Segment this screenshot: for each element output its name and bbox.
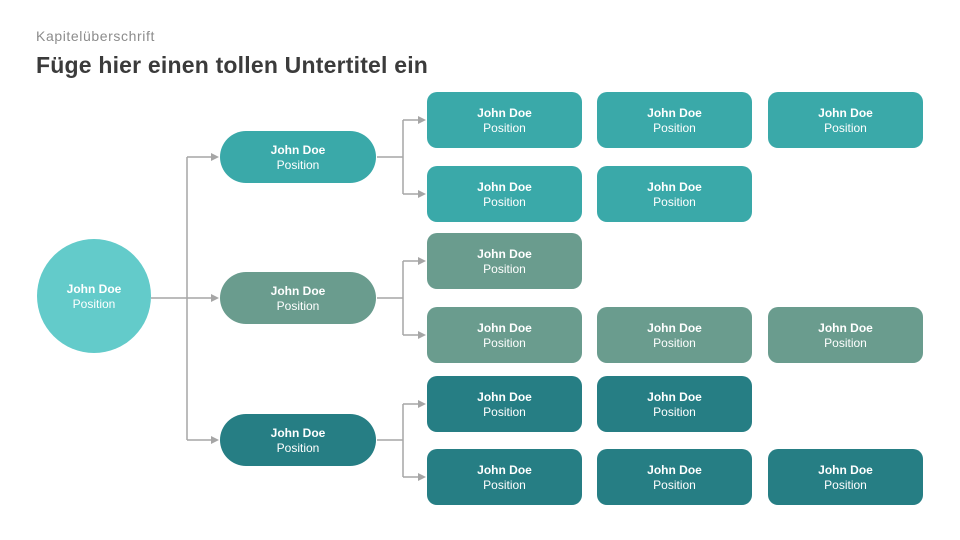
person-name: John Doe	[818, 462, 873, 477]
person-position: Position	[483, 477, 526, 492]
org-node-employee: John Doe Position	[427, 449, 582, 505]
person-name: John Doe	[477, 320, 532, 335]
person-name: John Doe	[477, 179, 532, 194]
person-name: John Doe	[647, 179, 702, 194]
person-name: John Doe	[818, 105, 873, 120]
person-name: John Doe	[647, 462, 702, 477]
org-node-manager-3: John Doe Position	[220, 414, 376, 466]
org-node-employee: John Doe Position	[597, 92, 752, 148]
person-position: Position	[653, 335, 696, 350]
person-name: John Doe	[270, 425, 326, 440]
org-node-manager-2: John Doe Position	[220, 272, 376, 324]
person-position: Position	[276, 298, 320, 313]
person-name: John Doe	[477, 246, 532, 261]
person-position: Position	[824, 120, 867, 135]
person-position: Position	[276, 440, 320, 455]
person-position: Position	[824, 477, 867, 492]
person-position: Position	[653, 404, 696, 419]
org-node-employee: John Doe Position	[427, 233, 582, 289]
person-name: John Doe	[647, 320, 702, 335]
person-position: Position	[483, 120, 526, 135]
slide-title: Füge hier einen tollen Untertitel ein	[36, 52, 429, 78]
person-position: Position	[653, 120, 696, 135]
org-node-employee: John Doe Position	[427, 307, 582, 363]
person-name: John Doe	[477, 389, 532, 404]
org-node-manager-1: John Doe Position	[220, 131, 376, 183]
org-node-employee: John Doe Position	[597, 376, 752, 432]
org-node-employee: John Doe Position	[427, 376, 582, 432]
org-node-employee: John Doe Position	[597, 449, 752, 505]
person-name: John Doe	[270, 283, 326, 298]
person-position: Position	[824, 335, 867, 350]
org-node-employee: John Doe Position	[597, 166, 752, 222]
person-position: Position	[483, 335, 526, 350]
person-position: Position	[276, 157, 320, 172]
person-position: Position	[483, 404, 526, 419]
person-name: John Doe	[647, 389, 702, 404]
org-node-employee: John Doe Position	[768, 449, 923, 505]
org-node-root: John Doe Position	[37, 239, 151, 353]
person-position: Position	[653, 194, 696, 209]
chapter-heading: Kapitelüberschrift	[36, 28, 155, 44]
person-position: Position	[483, 261, 526, 276]
person-position: Position	[653, 477, 696, 492]
org-node-employee: John Doe Position	[427, 166, 582, 222]
person-name: John Doe	[818, 320, 873, 335]
org-node-employee: John Doe Position	[427, 92, 582, 148]
org-node-employee: John Doe Position	[768, 92, 923, 148]
person-position: Position	[72, 296, 116, 311]
person-name: John Doe	[477, 105, 532, 120]
person-position: Position	[483, 194, 526, 209]
org-node-employee: John Doe Position	[768, 307, 923, 363]
org-node-employee: John Doe Position	[597, 307, 752, 363]
person-name: John Doe	[647, 105, 702, 120]
person-name: John Doe	[66, 281, 122, 296]
person-name: John Doe	[270, 142, 326, 157]
person-name: John Doe	[477, 462, 532, 477]
